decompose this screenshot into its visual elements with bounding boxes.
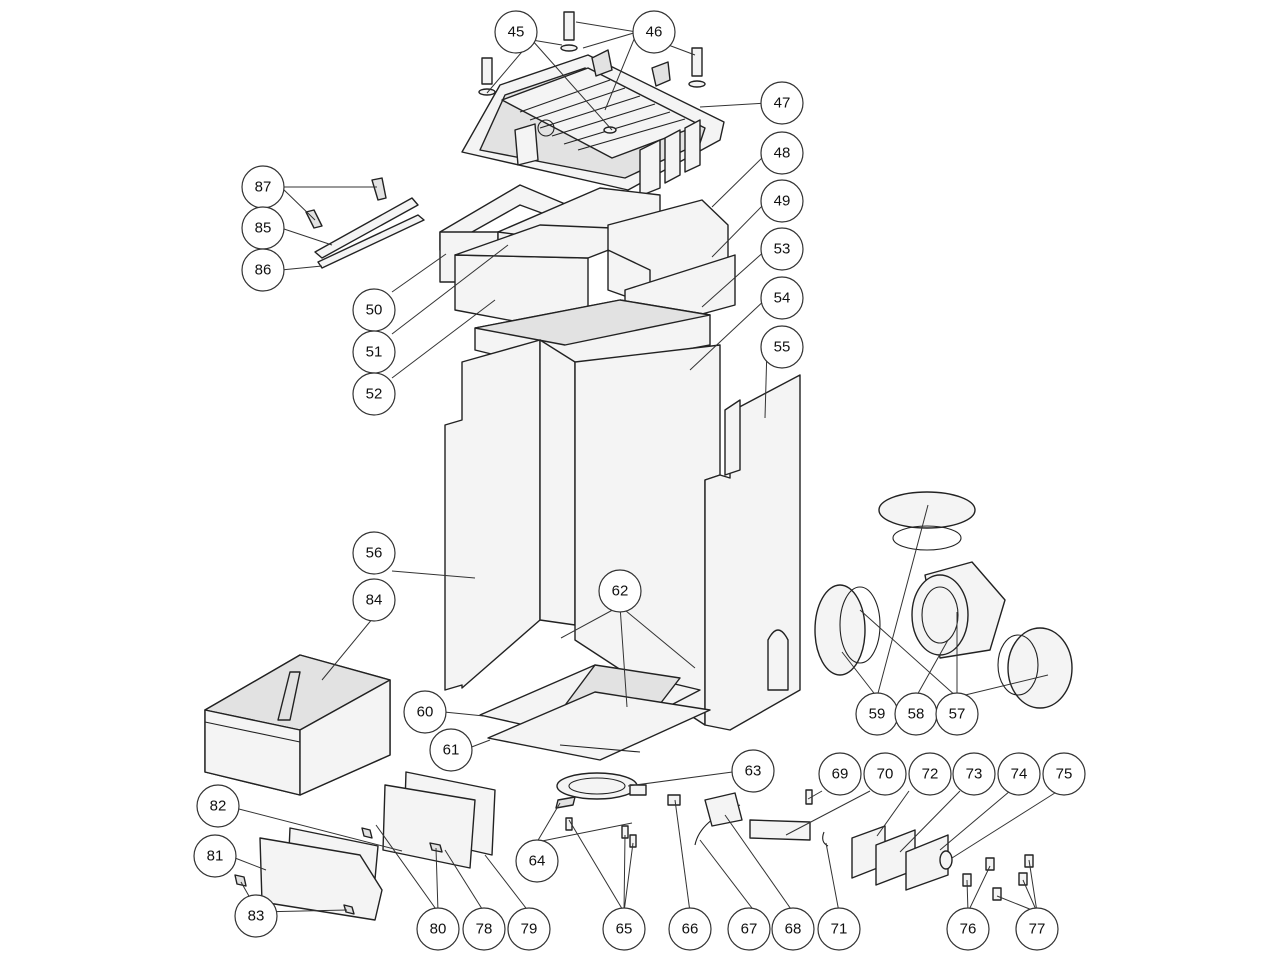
- callout-81: 81: [193, 834, 237, 878]
- callout-67: 67: [727, 907, 771, 951]
- burner-grate: [479, 664, 711, 800]
- callout-87: 87: [241, 165, 285, 209]
- callout-53-label: 53: [774, 241, 791, 258]
- callout-72: 72: [908, 752, 952, 796]
- callout-83: 83: [234, 894, 278, 938]
- callout-57-label: 57: [949, 706, 966, 723]
- callout-87-label: 87: [255, 179, 272, 196]
- callout-78-label: 78: [476, 921, 493, 938]
- callout-70: 70: [863, 752, 907, 796]
- callout-80-label: 80: [430, 921, 447, 938]
- callout-70-label: 70: [877, 766, 894, 783]
- callout-74-label: 74: [1011, 766, 1028, 783]
- top-cover-47: [461, 49, 725, 197]
- callout-74: 74: [997, 752, 1041, 796]
- callout-77-label: 77: [1029, 921, 1046, 938]
- callout-65-label: 65: [616, 921, 633, 938]
- callout-49-label: 49: [774, 193, 791, 210]
- callout-72-label: 72: [922, 766, 939, 783]
- callout-64: 64: [515, 839, 559, 883]
- callout-63: 63: [731, 749, 775, 793]
- callout-73: 73: [952, 752, 996, 796]
- callout-52-label: 52: [366, 386, 383, 403]
- callout-76-label: 76: [960, 921, 977, 938]
- callout-62-label: 62: [612, 583, 629, 600]
- callout-51-label: 51: [366, 344, 383, 361]
- callout-49: 49: [760, 179, 804, 223]
- callout-68-label: 68: [785, 921, 802, 938]
- callout-47-label: 47: [774, 95, 791, 112]
- callout-58: 58: [894, 692, 938, 736]
- ash-box-84: [204, 654, 391, 796]
- callout-75: 75: [1042, 752, 1086, 796]
- callout-51: 51: [352, 330, 396, 374]
- callout-77: 77: [1015, 907, 1059, 951]
- callout-65: 65: [602, 907, 646, 951]
- callout-46: 46: [632, 10, 676, 54]
- callout-54-label: 54: [774, 290, 791, 307]
- callout-45-label: 45: [508, 24, 525, 41]
- callout-48-label: 48: [774, 145, 791, 162]
- callout-67-label: 67: [741, 921, 758, 938]
- callout-78: 78: [462, 907, 506, 951]
- callout-82: 82: [196, 784, 240, 828]
- callout-64-label: 64: [529, 853, 546, 870]
- callout-73-label: 73: [966, 766, 983, 783]
- callout-66-label: 66: [682, 921, 699, 938]
- callout-83-label: 83: [248, 908, 265, 925]
- callout-76: 76: [946, 907, 990, 951]
- callout-85-label: 85: [255, 220, 272, 237]
- callout-57: 57: [935, 692, 979, 736]
- callout-86-label: 86: [255, 262, 272, 279]
- side-plates: [444, 339, 801, 731]
- callout-62: 62: [598, 569, 642, 613]
- callout-52: 52: [352, 372, 396, 416]
- callout-81-label: 81: [207, 848, 224, 865]
- callout-60: 60: [403, 690, 447, 734]
- callout-82-label: 82: [210, 798, 227, 815]
- doors: [234, 771, 496, 921]
- flue-assembly: [814, 491, 1073, 709]
- callout-63-label: 63: [745, 763, 762, 780]
- callout-69-label: 69: [832, 766, 849, 783]
- callout-75-label: 75: [1056, 766, 1073, 783]
- callout-68: 68: [771, 907, 815, 951]
- callout-59-label: 59: [869, 706, 886, 723]
- screws-45-46: [478, 11, 706, 134]
- callout-56: 56: [352, 531, 396, 575]
- callout-50: 50: [352, 288, 396, 332]
- callout-85: 85: [241, 206, 285, 250]
- callout-59: 59: [855, 692, 899, 736]
- callout-66: 66: [668, 907, 712, 951]
- callout-48: 48: [760, 131, 804, 175]
- callout-84: 84: [352, 578, 396, 622]
- callout-61: 61: [429, 728, 473, 772]
- callout-86: 86: [241, 248, 285, 292]
- callout-71: 71: [817, 907, 861, 951]
- callout-84-label: 84: [366, 592, 383, 609]
- callout-61-label: 61: [443, 742, 460, 759]
- callout-47: 47: [760, 81, 804, 125]
- callout-53: 53: [760, 227, 804, 271]
- callout-80: 80: [416, 907, 460, 951]
- callout-46-label: 46: [646, 24, 663, 41]
- small-hardware: [555, 789, 1034, 901]
- callout-56-label: 56: [366, 545, 383, 562]
- callout-71-label: 71: [831, 921, 848, 938]
- refractory-blocks: [439, 184, 736, 373]
- bracket-85-86: [305, 177, 425, 269]
- callout-79-label: 79: [521, 921, 538, 938]
- callout-54: 54: [760, 276, 804, 320]
- callout-79: 79: [507, 907, 551, 951]
- callout-55: 55: [760, 325, 804, 369]
- callout-69: 69: [818, 752, 862, 796]
- callout-55-label: 55: [774, 339, 791, 356]
- callout-50-label: 50: [366, 302, 383, 319]
- callout-60-label: 60: [417, 704, 434, 721]
- callout-45: 45: [494, 10, 538, 54]
- callout-58-label: 58: [908, 706, 925, 723]
